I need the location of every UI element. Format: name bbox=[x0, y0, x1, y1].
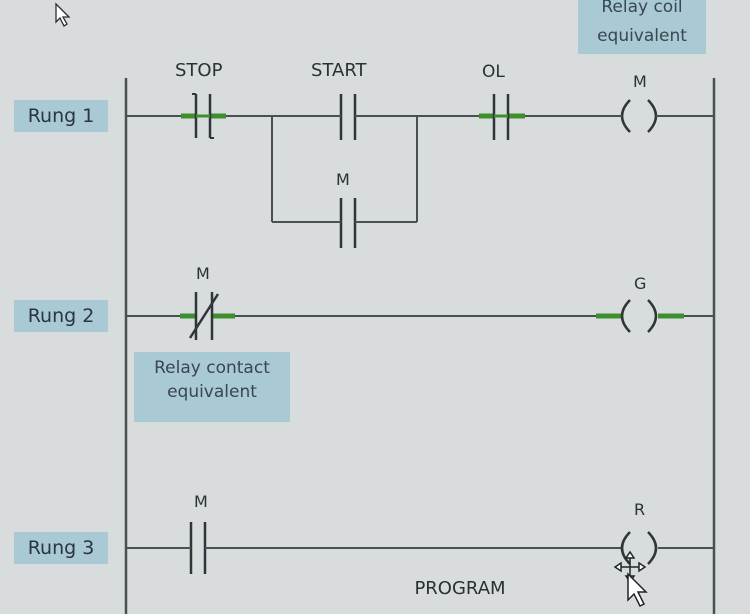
program-title: PROGRAM bbox=[414, 578, 506, 599]
rung-1-label: Rung 1 bbox=[14, 100, 108, 132]
m-nc-label: M bbox=[196, 264, 210, 283]
coil-m-label: M bbox=[633, 72, 647, 91]
relay-contact-note: Relay contact equivalent bbox=[134, 352, 290, 422]
move-cursor-icon bbox=[613, 550, 648, 608]
start-contact bbox=[336, 94, 360, 140]
stop-label: STOP bbox=[175, 60, 223, 81]
relay-coil-note-line2: equivalent bbox=[597, 26, 687, 46]
rung-2-label: Rung 2 bbox=[14, 300, 108, 332]
relay-coil-note-line1: Relay coil bbox=[601, 0, 683, 17]
relay-contact-note-line2: equivalent bbox=[167, 382, 257, 402]
start-label: START bbox=[311, 60, 367, 81]
rung-3-label: Rung 3 bbox=[14, 532, 108, 564]
ol-contact bbox=[479, 94, 525, 140]
stop-contact bbox=[181, 93, 226, 139]
seal-in-label: M bbox=[336, 170, 350, 189]
ol-label: OL bbox=[482, 62, 505, 82]
m-no-label: M bbox=[194, 492, 208, 511]
relay-coil-note: Relay coil equivalent bbox=[578, 0, 706, 54]
relay-contact-note-line1: Relay contact bbox=[154, 358, 270, 378]
m-nc-contact bbox=[180, 292, 235, 340]
coil-g bbox=[596, 299, 684, 333]
m-no-contact bbox=[186, 522, 210, 574]
coil-r bbox=[620, 531, 658, 565]
seal-in-contact bbox=[336, 198, 360, 248]
coil-r-label: R bbox=[634, 500, 646, 519]
coil-g-label: G bbox=[634, 274, 647, 293]
coil-m bbox=[618, 99, 660, 133]
rung-1-wires bbox=[126, 115, 714, 223]
cursor-arrow-icon bbox=[55, 2, 71, 27]
